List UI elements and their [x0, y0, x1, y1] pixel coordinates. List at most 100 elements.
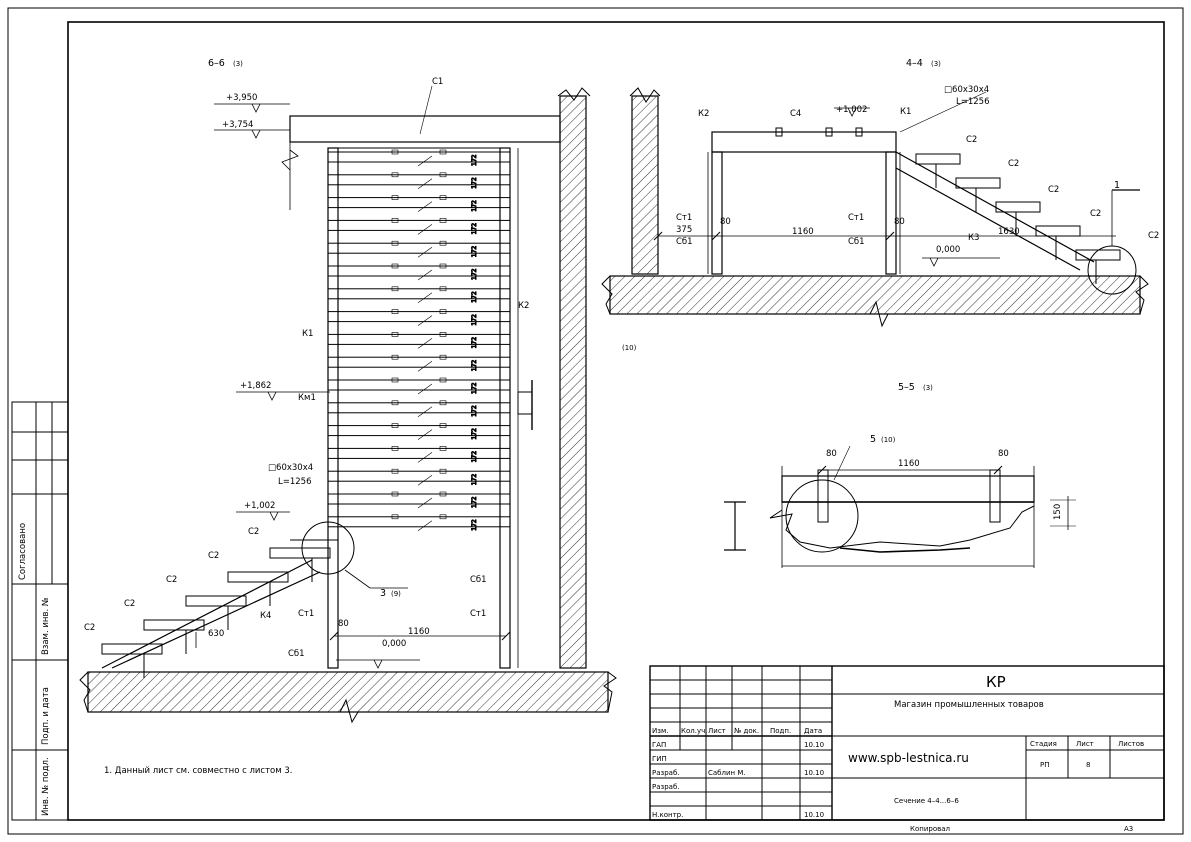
level-1002-4-4: +1,002: [836, 105, 867, 115]
tb-list: 8: [1086, 761, 1090, 769]
dim-150: 150: [1053, 504, 1063, 520]
step-dim-172: 172: [471, 268, 478, 280]
mark-st1-6-6-r: Ст1: [470, 609, 486, 619]
mark-c2-a: С2: [248, 527, 259, 537]
section-4-4-title: 4–4: [906, 58, 923, 69]
tb-hdr-data: Дата: [804, 727, 822, 735]
soglasovano-label: Согласовано: [18, 523, 28, 580]
tread: [327, 379, 511, 391]
tread: [327, 219, 511, 231]
mark-sb1-6-6-r: Сб1: [470, 575, 487, 585]
tb-razrab2: Разраб.: [652, 783, 680, 791]
floor-slab-6-6: [87, 671, 609, 713]
section-4-4-ref: (3): [931, 60, 941, 68]
mark-st1-44-l: Ст1: [676, 213, 692, 223]
step-dim-172: 172: [471, 405, 478, 417]
tb-sheet-title: Сечение 4–4...6–6: [894, 797, 959, 805]
wall-4-4: [631, 95, 659, 275]
tb-website: www.spb-lestnica.ru: [848, 751, 969, 765]
node-5-ref: (10): [881, 436, 896, 444]
section-6-6-ref: (3): [233, 60, 243, 68]
tb-date3: 10.10: [804, 811, 824, 819]
mark-c2-44d: С2: [1090, 209, 1101, 219]
mark-st1-6-6-l: Ст1: [298, 609, 314, 619]
mark-c2-b: С2: [208, 551, 219, 561]
node-1: 1: [1114, 180, 1120, 191]
mark-c4: С4: [790, 109, 801, 119]
section-6-6-title: 6–6: [208, 58, 225, 69]
tb-list-label: Лист: [1076, 740, 1094, 748]
step-dim-172: 172: [471, 154, 478, 166]
tb-kopiroval: Копировал: [910, 825, 950, 833]
mark-km1: Км1: [298, 393, 316, 403]
post-right: [499, 147, 511, 669]
mark-c1: С1: [432, 77, 443, 87]
tread: [327, 356, 511, 368]
mark-k2-4-4: К2: [698, 109, 709, 119]
dim-1630: 1630: [998, 227, 1020, 237]
step-dim-172: 172: [471, 451, 478, 463]
level-0000: 0,000: [382, 639, 406, 649]
step-dim-172: 172: [471, 428, 478, 440]
section-6-6: 6–6 (3) 172 172 172 172 172 172 172 172 172 172 17…: [79, 58, 617, 724]
mark-sb1-44-r: Сб1: [848, 237, 865, 247]
level-1862: +1,862: [240, 381, 271, 391]
wall-break: [557, 87, 591, 101]
step-dim-172: 172: [471, 223, 478, 235]
section-5-5-title: 5–5: [898, 382, 915, 393]
profile-4-4: □60х30х4: [944, 85, 989, 95]
level-0000-44: 0,000: [936, 245, 960, 255]
mark-k1-6-6: К1: [302, 329, 313, 339]
floor-slab-4-4: [609, 275, 1141, 315]
tread: [327, 425, 511, 437]
mark-st1-44-r: Ст1: [848, 213, 864, 223]
step-dim-172: 172: [471, 337, 478, 349]
tb-date2: 10.10: [804, 769, 824, 777]
mark-sb1-44-l: Сб1: [676, 237, 693, 247]
tb-razrab: Разраб.: [652, 769, 680, 777]
tb-author: Саблин М.: [708, 769, 746, 777]
tread: [327, 311, 511, 323]
step-dim-172: 172: [471, 360, 478, 372]
mark-c2-44b: С2: [1008, 159, 1019, 169]
dim-375: 375: [676, 225, 692, 235]
sheet-ref-10: (10): [622, 344, 637, 352]
tb-stadiya: РП: [1040, 761, 1050, 769]
tread: [327, 242, 511, 254]
level-3950: +3,950: [226, 93, 257, 103]
tread: [327, 265, 511, 277]
level-1002: +1,002: [244, 501, 275, 511]
sheet-note: 1. Данный лист см. совместно с листом 3.: [104, 766, 292, 776]
mark-c2-44c: С2: [1048, 185, 1059, 195]
tread: [327, 288, 511, 300]
tb-hdr-ndok: № док.: [734, 727, 759, 735]
step-dim-172: 172: [471, 177, 478, 189]
outer-border: [7, 7, 1184, 835]
vzam-label: Взам. инв. №: [41, 597, 51, 655]
step-dim-172: 172: [471, 314, 478, 326]
tread: [327, 493, 511, 505]
node-5: 5: [870, 434, 876, 445]
dim-1160-44: 1160: [792, 227, 814, 237]
mark-c2-d: С2: [124, 599, 135, 609]
tb-listov-label: Листов: [1118, 740, 1144, 748]
podp-label: Подп. и дата: [41, 687, 51, 745]
tb-format: А3: [1124, 825, 1133, 833]
mark-c2-44e: С2: [1148, 231, 1159, 241]
dim-80-6-6: 80: [338, 619, 349, 629]
tb-code: КР: [986, 673, 1006, 691]
step-dim-172: 172: [471, 496, 478, 508]
node-3-ref: (9): [391, 590, 401, 598]
tread: [327, 470, 511, 482]
mark-k2-6-6: К2: [518, 301, 529, 311]
mark-k1-4-4: К1: [900, 107, 911, 117]
tb-object: Магазин промышленных товаров: [894, 700, 1044, 710]
step-dim-172: 172: [471, 200, 478, 212]
section-4-4: 4–4 (3): [601, 58, 1149, 328]
tread: [327, 402, 511, 414]
tb-date1: 10.10: [804, 741, 824, 749]
section-5-5-ref: (3): [923, 384, 933, 392]
tb-hdr-list: Лист: [708, 727, 726, 735]
mark-k4: К4: [260, 611, 271, 621]
